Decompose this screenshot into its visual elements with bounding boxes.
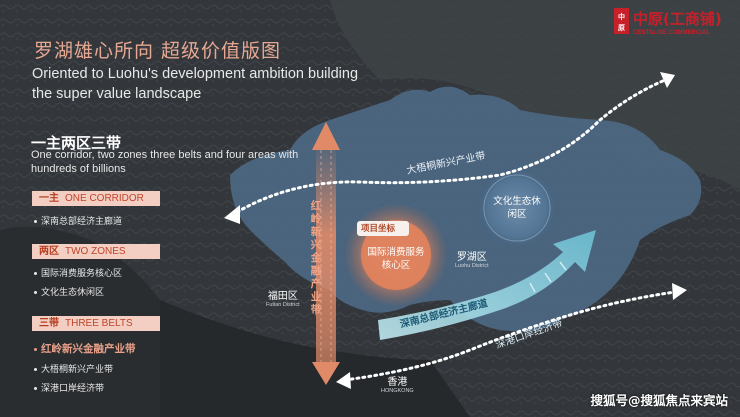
- page-title-en: Oriented to Luohu's development ambition…: [32, 66, 359, 102]
- svg-text:CENTALINE COMMERCIAL: CENTALINE COMMERCIAL: [633, 30, 710, 36]
- luohu-district-label: 罗湖区 Luohu District: [455, 248, 489, 269]
- legend-tag-three-belts: 三带 THREE BELTS: [32, 316, 160, 331]
- legend-item: 大梧桐新兴产业带: [34, 362, 113, 375]
- futian-cn: 福田区: [267, 291, 298, 302]
- hongkong-en: HONGKONG: [381, 388, 414, 394]
- shennan-corridor-arrow: [378, 230, 596, 340]
- svg-text:原: 原: [618, 24, 625, 32]
- eco-zone-label: 文化生态休闲区: [493, 196, 541, 220]
- legend-tag-en: ONE CORRIDOR: [65, 193, 144, 204]
- luohu-cn: 罗湖区: [456, 252, 487, 263]
- legend-item: 深港口岸经济带: [34, 381, 104, 394]
- hongling-belt: [312, 122, 340, 385]
- project-marker-box: [357, 221, 409, 236]
- svg-text:中原(工商铺): 中原(工商铺): [633, 10, 722, 28]
- subtitle: 一主两区三带: [31, 134, 122, 152]
- luohu-en: Luohu District: [455, 263, 489, 269]
- hongkong-cn: 香港: [387, 377, 408, 388]
- watermark: 搜狐号@搜狐焦点来宾站: [590, 393, 728, 408]
- legend-item: 深南总部经济主廊道: [34, 214, 122, 227]
- svg-text:中: 中: [618, 12, 625, 21]
- legend-tag-cn: 一主: [39, 193, 59, 204]
- dawutong-belt-arrow: [224, 72, 675, 224]
- eco-zone-circle: [475, 166, 559, 250]
- port-belt-arrow: [336, 283, 687, 389]
- legend-item-highlight: 红岭新兴金融产业带: [34, 341, 136, 356]
- project-marker-label: 项目坐标: [361, 224, 396, 234]
- sea-area: [160, 300, 470, 417]
- legend-item: 国际消费服务核心区: [34, 266, 122, 279]
- core-zone-label: 国际消费服务核心区: [367, 247, 425, 271]
- legend-tag-two-zones: 两区 TWO ZONES: [32, 244, 160, 259]
- futian-en: Futian District: [266, 302, 300, 308]
- legend-tag-en: TWO ZONES: [65, 246, 126, 257]
- subtitle-en: One corridor, two zones three belts and …: [31, 149, 299, 175]
- legend-item: 文化生态休闲区: [34, 285, 104, 298]
- eco-zone-ring: [483, 174, 551, 242]
- core-zone-circle: [361, 220, 431, 290]
- hongkong-label: 香港 HONGKONG: [381, 373, 414, 394]
- hongling-belt-label: 红岭新兴金融产业带: [310, 200, 322, 316]
- futian-district-label: 福田区 Futian District: [266, 287, 300, 308]
- legend-tag-cn: 三带: [39, 318, 59, 329]
- centaline-logo: 中 原 中原(工商铺) CENTALINE COMMERCIAL: [614, 8, 722, 36]
- legend-tag-cn: 两区: [39, 246, 59, 257]
- legend-tag-one-corridor: 一主 ONE CORRIDOR: [32, 191, 160, 206]
- legend-tag-en: THREE BELTS: [65, 318, 133, 329]
- page-title: 罗湖雄心所向 超级价值版图: [34, 40, 282, 62]
